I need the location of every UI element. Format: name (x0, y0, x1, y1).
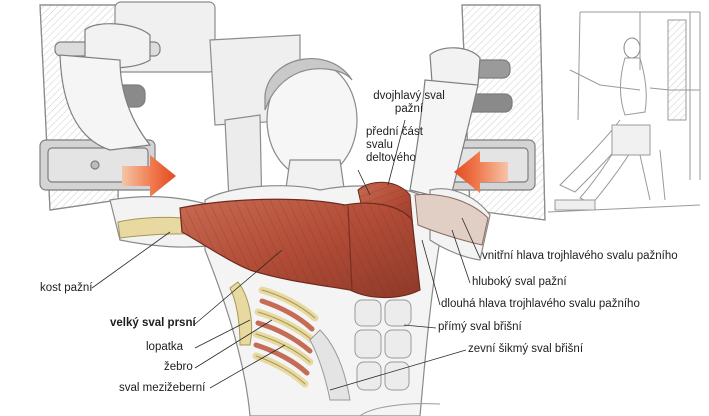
label-humerus: kost pažní (40, 282, 93, 294)
label-triceps-medial: vnitřní hlava trojhlavého svalu pažního (482, 250, 678, 262)
left-push-arrow (122, 155, 176, 197)
label-external-oblique: zevní šikmý sval břišní (468, 343, 584, 355)
abdominal-muscles (309, 299, 412, 401)
label-rib: žebro (164, 361, 193, 373)
leader-lines (91, 119, 481, 391)
right-push-arrow (454, 151, 508, 193)
label-scapula: lopatka (146, 341, 184, 353)
label-triceps-long: dlouhá hlava trojhlavého svalu pažního (441, 298, 640, 310)
label-front-deltoid: přední část svalu deltového (366, 126, 423, 164)
label-brachialis: hluboký sval pažní (472, 276, 567, 288)
right-arm-muscles (414, 193, 489, 246)
label-pectoralis-major: velký sval prsní (110, 317, 196, 329)
label-intercostal: sval mezižeberní (119, 382, 206, 394)
label-biceps: dvojhlavý sval pažní (373, 90, 445, 115)
rib-cage (252, 286, 319, 388)
label-rectus-abdominis: přímý sval břišní (438, 321, 522, 333)
scapula-bone (229, 281, 253, 346)
inset-machine-sketch (547, 5, 704, 215)
